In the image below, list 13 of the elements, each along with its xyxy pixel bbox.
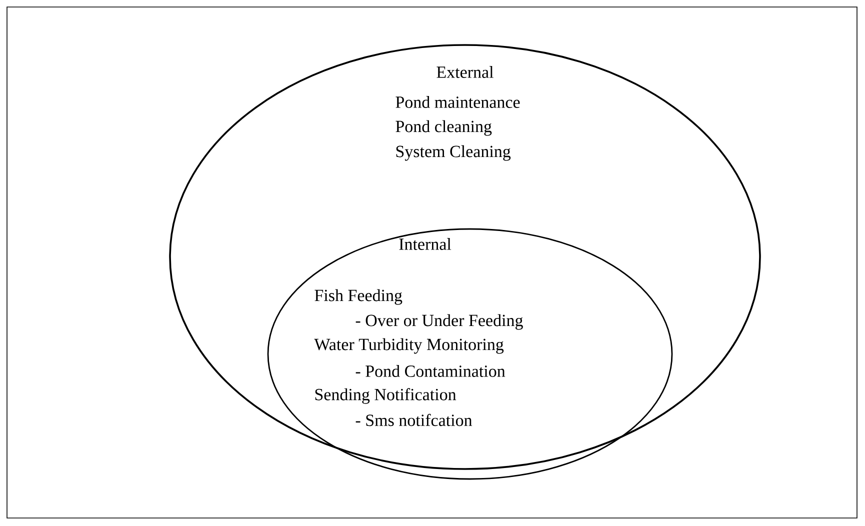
group-heading: Internal xyxy=(399,238,452,250)
list-item: Sending Notification xyxy=(315,388,456,404)
list-item: Pond maintenance xyxy=(396,96,520,108)
list-item: - Pond Contamination xyxy=(356,365,506,377)
list-item: Water Turbidity Monitoring xyxy=(314,338,504,354)
list-item: Pond cleaning xyxy=(396,120,492,136)
ellipse xyxy=(267,228,673,480)
list-item: System Cleaning xyxy=(396,145,511,161)
group-heading: External xyxy=(436,66,494,78)
list-item: Fish Feeding xyxy=(314,289,402,305)
ellipse xyxy=(169,44,761,470)
list-item: - Over or Under Feeding xyxy=(356,314,523,330)
list-item: - Sms notifcation xyxy=(356,414,472,426)
